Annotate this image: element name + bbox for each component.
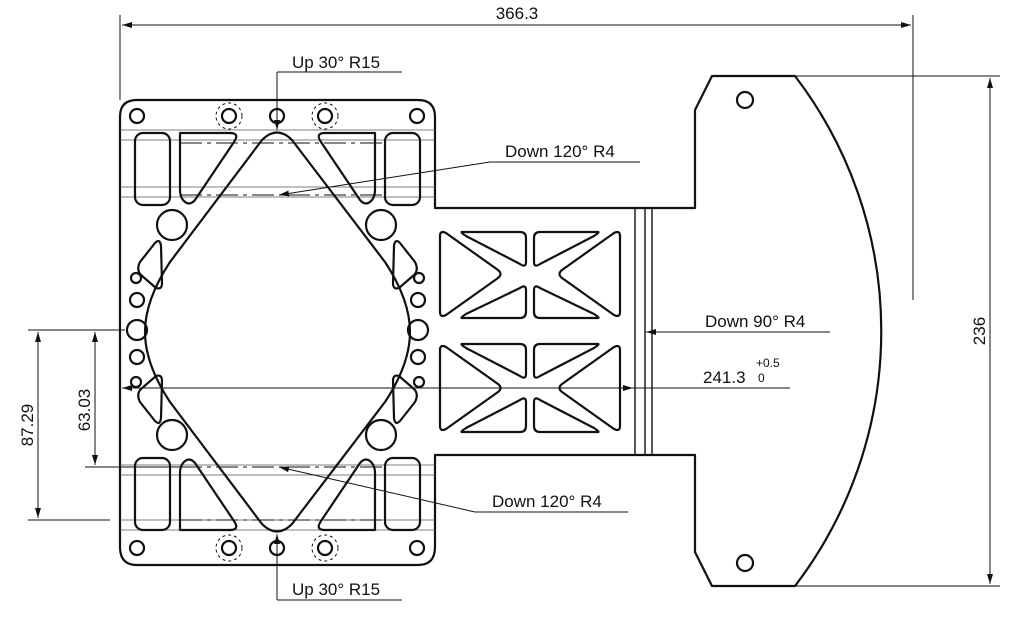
overall-height-label: 236	[970, 317, 989, 345]
dimension-overall-width: 366.3	[119, 4, 914, 300]
callout-right-down: Down 90° R4	[646, 312, 830, 335]
dimension-outer-offset: 87.29	[18, 329, 125, 521]
upper-pockets	[133, 131, 422, 207]
center-span-label: 241.3	[703, 368, 746, 387]
center-span-tol-lower: 0	[758, 371, 765, 385]
dimension-overall-height: 236	[795, 75, 1000, 587]
plate-edge-lines	[120, 129, 435, 531]
dimension-inner-offset: 63.03	[75, 332, 200, 468]
callout-lower-down: Down 120° R4	[278, 466, 628, 513]
callout-upper-down-label: Down 120° R4	[505, 142, 615, 161]
overall-width-label: 366.3	[496, 4, 539, 23]
callout-upper-down: Down 120° R4	[278, 142, 640, 197]
outer-offset-label: 87.29	[18, 404, 37, 447]
callout-bottom-up-label: Up 30° R15	[292, 580, 380, 599]
corner-holes	[128, 107, 426, 557]
bridge-lattice	[438, 230, 622, 434]
small-holes	[128, 271, 427, 389]
callout-bottom-up: Up 30° R15	[274, 534, 402, 601]
center-diamond-cutout	[143, 131, 412, 533]
large-holes	[125, 208, 430, 452]
inner-offset-label: 63.03	[75, 389, 94, 432]
bend-lines	[180, 142, 385, 521]
callout-top-up: Up 30° R15	[274, 53, 402, 130]
callout-right-down-label: Down 90° R4	[705, 312, 805, 331]
side-triangle-cutouts	[137, 240, 418, 424]
countersink-rings	[215, 102, 339, 562]
center-span-tol-upper: +0.5	[756, 356, 780, 370]
callout-top-up-label: Up 30° R15	[292, 53, 380, 72]
lobe-holes	[735, 90, 755, 573]
callout-lower-down-label: Down 120° R4	[492, 492, 602, 511]
left-plate-outline	[118, 74, 883, 588]
dimension-center-span: 241.3 +0.5 0	[122, 356, 790, 391]
lower-pockets	[133, 456, 422, 532]
